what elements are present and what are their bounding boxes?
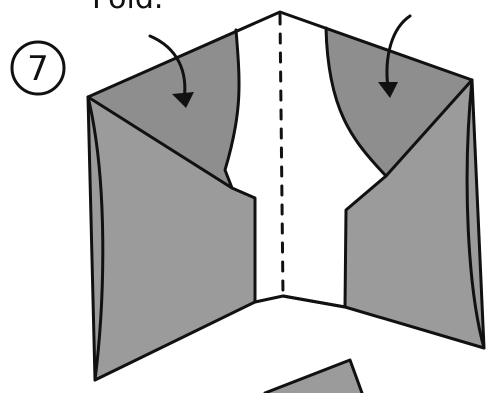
- step-circle: [10, 40, 66, 96]
- left-fold-arrow-icon: [148, 34, 194, 108]
- right-side-crease: [465, 78, 486, 350]
- left-diagonal-fold: [86, 95, 234, 190]
- center-left-edge: [223, 28, 257, 304]
- right-top-flap: [326, 28, 472, 176]
- right-fold-arrow-icon: [378, 14, 412, 98]
- right-diagonal-fold: [384, 78, 474, 178]
- left-side-crease: [86, 95, 105, 382]
- center-fold-dashed-line: [278, 13, 285, 298]
- left-front-panel: [88, 97, 255, 380]
- left-top-flap: [88, 30, 240, 188]
- next-step-partial-outline: [263, 358, 364, 393]
- right-front-panel: [345, 80, 484, 348]
- step-number-badge: 7: [10, 40, 66, 96]
- instruction-text-cropped: Fold.: [92, 0, 163, 16]
- bottom-edge: [281, 294, 347, 309]
- step-number: 7: [27, 49, 49, 89]
